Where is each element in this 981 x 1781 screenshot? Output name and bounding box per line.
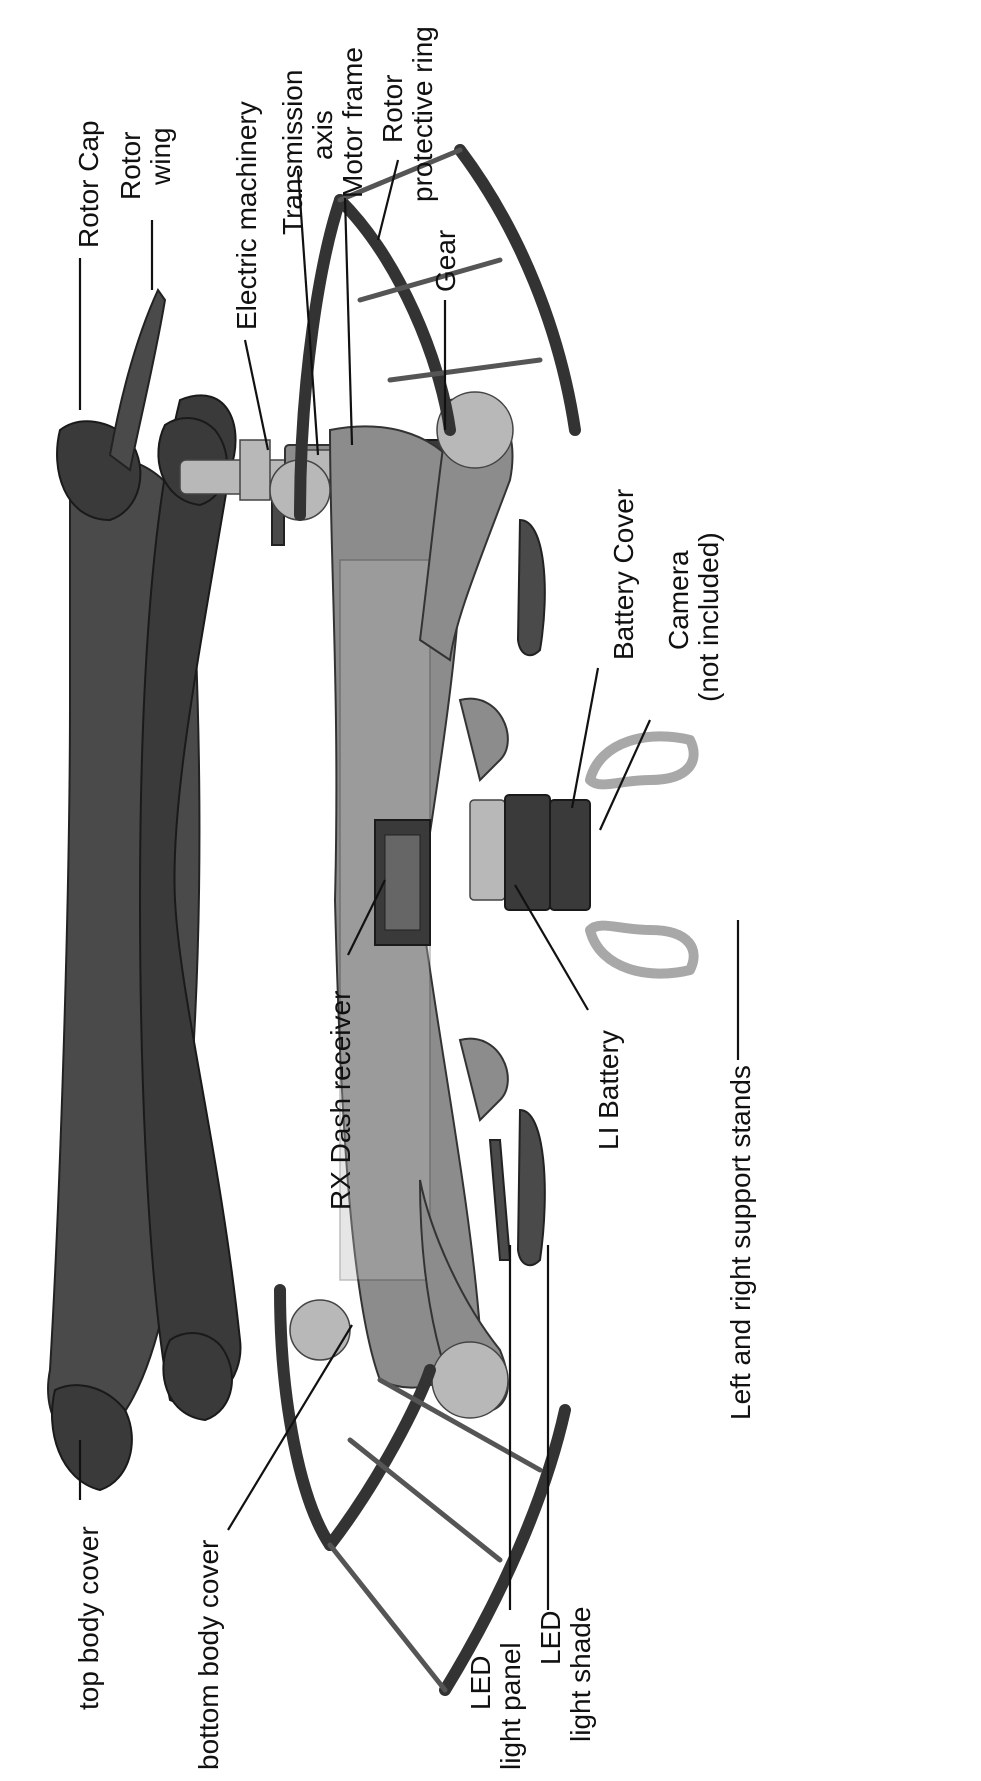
leader-li-battery xyxy=(514,884,589,1011)
label-led-panel-2: light panel xyxy=(495,1642,526,1770)
label-rotor-wing-1: Rotor xyxy=(115,132,146,200)
leader-bottom-body-cover xyxy=(227,1324,353,1531)
leader-transmission-axis xyxy=(296,169,320,456)
leader-rx-receiver xyxy=(347,879,386,956)
led-light-shade-top-part xyxy=(516,518,546,657)
label-support-stands: Left and right support stands xyxy=(725,1065,756,1420)
label-led-shade-1: LED xyxy=(535,1611,566,1665)
label-rotor-ring-2: protective ring xyxy=(407,26,438,202)
label-transmission-axis-1: Transmission xyxy=(277,70,308,235)
label-rx-receiver: RX Dash receiver xyxy=(325,991,356,1210)
leader-rotor-ring xyxy=(376,159,400,241)
label-electric-machinery: Electric machinery xyxy=(231,101,262,330)
label-led-shade-2: light shade xyxy=(565,1607,596,1742)
label-led-panel-1: LED xyxy=(465,1656,496,1710)
label-rotor-ring-1: Rotor xyxy=(377,75,408,143)
leader-motor-frame xyxy=(343,197,354,446)
label-bottom-body-cover: bottom body cover xyxy=(193,1540,224,1770)
led-light-panel-part xyxy=(488,1139,512,1261)
top-body-cover-part xyxy=(47,394,242,1492)
label-gear: Gear xyxy=(430,230,461,292)
label-battery-cover: Battery Cover xyxy=(608,489,639,660)
label-top-body-cover: top body cover xyxy=(73,1526,104,1710)
support-stands-part xyxy=(585,731,699,979)
label-transmission-axis-2: axis xyxy=(307,110,338,160)
battery-pack-part xyxy=(469,794,591,911)
label-motor-frame: Motor frame xyxy=(337,47,368,198)
label-rotor-cap: Rotor Cap xyxy=(73,120,104,248)
led-light-shade-part xyxy=(516,1108,546,1267)
rotor-wing-part xyxy=(108,287,167,472)
leader-camera xyxy=(598,719,652,831)
leader-battery-cover xyxy=(570,667,600,809)
label-rotor-wing-2: wing xyxy=(145,127,176,186)
label-camera-2: (not included) xyxy=(693,532,724,702)
label-camera-1: Camera xyxy=(663,550,694,650)
bottom-body-cover-part xyxy=(269,391,514,1419)
rotor-protective-ring-bottom xyxy=(274,1284,571,1696)
leader-electric-machinery xyxy=(243,339,270,451)
label-li-battery: LI Battery xyxy=(593,1030,624,1150)
